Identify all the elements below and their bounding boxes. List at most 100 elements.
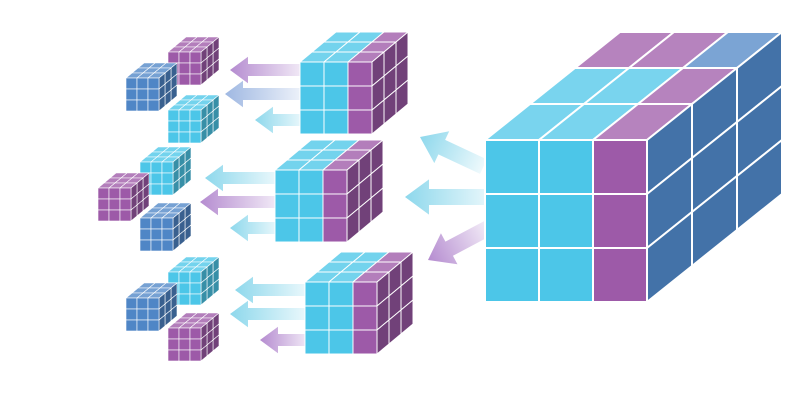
cube-cell-front — [97, 198, 110, 211]
cube-cell-front — [189, 109, 202, 122]
cube-cell-front — [347, 109, 373, 135]
cube-cell-front — [147, 308, 160, 321]
cube-cell-front — [161, 239, 174, 252]
cube-cell-front — [347, 61, 373, 87]
cube-cell-front — [147, 99, 160, 112]
cube-cell-front — [150, 183, 163, 196]
cube-cell-front — [178, 62, 191, 75]
cube-cell-front — [167, 271, 180, 284]
cube-cell-front — [484, 247, 540, 303]
cube-cell-front — [167, 109, 180, 122]
cube-cell-front — [484, 193, 540, 249]
cube-cell-front — [136, 297, 149, 310]
cube-cell-front — [178, 282, 191, 295]
cube-cell-front — [189, 349, 202, 362]
cube-cell-front — [328, 281, 354, 307]
cube-cell-front — [150, 217, 163, 230]
cube-cell-front — [150, 228, 163, 241]
cube-cell-front — [139, 217, 152, 230]
cube-cell-front — [189, 62, 202, 75]
cube-cell-front — [304, 281, 330, 307]
cube-cell-front — [136, 99, 149, 112]
cube-cell-front — [125, 308, 138, 321]
mini-data-cube-blue-3 — [125, 282, 178, 332]
cube-cell-front — [136, 88, 149, 101]
cube-cell-front — [189, 73, 202, 86]
cube-cell-front — [139, 161, 152, 174]
large-data-cube — [482, 29, 785, 305]
cube-cell-front — [167, 327, 180, 340]
cube-cell-front — [299, 109, 325, 135]
cube-cell-front — [274, 217, 300, 243]
cube-cell-front — [150, 239, 163, 252]
cube-cell-front — [119, 198, 132, 211]
flow-arrow-cube3-mid — [230, 300, 310, 328]
cube-cell-front — [322, 193, 348, 219]
cube-cell-front — [328, 305, 354, 331]
cube-cell-front — [322, 169, 348, 195]
cube-cell-front — [139, 239, 152, 252]
flow-arrow-large-bottom — [428, 220, 494, 265]
cube-cell-front — [178, 338, 191, 351]
cube-cell-front — [178, 271, 191, 284]
cube-cell-front — [328, 329, 354, 355]
cube-cell-front — [161, 228, 174, 241]
cube-cell-front — [298, 169, 324, 195]
cube-cell-front — [347, 85, 373, 111]
cube-cell-front — [304, 329, 330, 355]
cube-cell-front — [592, 247, 648, 303]
cube-cell-front — [150, 161, 163, 174]
cube-cell-front — [189, 338, 202, 351]
mini-data-cube-purple-2 — [97, 172, 150, 222]
cube-cell-front — [178, 131, 191, 144]
cube-cell-front — [299, 85, 325, 111]
cube-cell-front — [167, 338, 180, 351]
flow-arrow-cube1-top — [230, 56, 305, 84]
data-cube-2 — [273, 138, 385, 244]
cube-cell-front — [299, 61, 325, 87]
cube-cell-front — [147, 319, 160, 332]
cube-cell-front — [161, 161, 174, 174]
cube-cell-front — [139, 228, 152, 241]
flow-arrow-cube1-bottom — [255, 106, 305, 134]
cube-cell-front — [178, 120, 191, 133]
mini-data-cube-cyan-1 — [167, 94, 220, 144]
cube-cell-front — [136, 308, 149, 321]
cube-cell-front — [108, 198, 121, 211]
cube-cell-front — [323, 109, 349, 135]
cube-cell-front — [125, 319, 138, 332]
data-cube-1 — [298, 30, 410, 136]
cube-cell-front — [136, 319, 149, 332]
cube-cell-front — [119, 209, 132, 222]
flow-arrow-cube2-mid — [200, 188, 280, 216]
cube-cell-front — [150, 172, 163, 185]
cube-cell-front — [136, 77, 149, 90]
cube-cell-front — [125, 297, 138, 310]
cube-cell-front — [274, 169, 300, 195]
cube-cell-front — [538, 247, 594, 303]
cube-cell-front — [189, 271, 202, 284]
cube-cell-front — [352, 281, 378, 307]
data-cube-3 — [303, 250, 415, 356]
cube-cell-front — [592, 139, 648, 195]
cube-cell-front — [161, 217, 174, 230]
cube-cell-front — [178, 51, 191, 64]
cube-cell-front — [119, 187, 132, 200]
cube-cell-front — [538, 139, 594, 195]
mini-data-cube-blue-1 — [125, 62, 178, 112]
cube-cell-front — [178, 293, 191, 306]
cube-cell-front — [147, 297, 160, 310]
cube-cell-front — [189, 327, 202, 340]
cube-cell-front — [125, 99, 138, 112]
cube-cell-front — [298, 217, 324, 243]
cube-cell-front — [167, 349, 180, 362]
mini-data-cube-purple-3 — [167, 312, 220, 362]
cube-cell-front — [274, 193, 300, 219]
cube-cell-front — [108, 187, 121, 200]
cube-cell-front — [323, 61, 349, 87]
mini-data-cube-blue-2 — [139, 202, 192, 252]
cube-cell-front — [125, 77, 138, 90]
cube-cell-front — [352, 329, 378, 355]
cube-cell-front — [108, 209, 121, 222]
